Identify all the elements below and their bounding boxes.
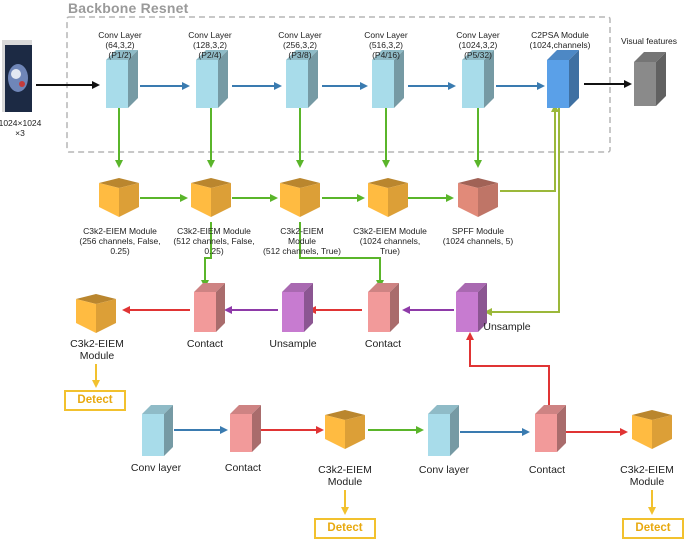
module3-cube (280, 178, 320, 217)
spff-cube (458, 178, 498, 217)
module-left-cube (76, 294, 116, 333)
detect-box-1: Detect (64, 390, 126, 411)
contact4-label: Contact (528, 464, 566, 476)
conv-b2-block (428, 405, 459, 456)
conv1-block (106, 50, 138, 108)
conv-b1-label: Conv layer (130, 462, 182, 474)
conv-b2-label: Conv layer (418, 464, 470, 476)
input-size-label: 1024×1024 ×3 (0, 118, 42, 138)
conv5-block (462, 50, 494, 108)
conv3-block (286, 50, 318, 108)
contact1-block (194, 283, 225, 332)
arrow-spff-c2psa (500, 104, 559, 192)
backbone-title: Backbone Resnet (68, 0, 189, 16)
c2psa-block (547, 50, 579, 108)
contact3-label: Contact (224, 462, 262, 474)
contact2-label: Contact (364, 338, 402, 350)
conv2-block (196, 50, 228, 108)
visual-features-block (634, 52, 666, 106)
module-right-cube (632, 410, 672, 449)
conv-b1-block (142, 405, 173, 456)
contact1-label: Contact (186, 338, 224, 350)
module2-cube (191, 178, 231, 217)
arrow-mod3-contact2 (299, 222, 384, 288)
c2psa-label: C2PSA Module(1024,channels) (529, 30, 591, 50)
conv5-label: Conv Layer(1024,3,2)(P5/32) (456, 30, 500, 60)
connections (36, 80, 656, 515)
module4-label: C3k2-EIEM Module (1024 channels, True) (353, 226, 427, 256)
detect-box-3: Detect (622, 518, 684, 539)
conv2-label: Conv Layer(128,3,2)(P2/4) (188, 30, 232, 60)
detect-box-2: Detect (314, 518, 376, 539)
module-mid-label: C3k2-EIEM Module (318, 464, 372, 488)
unsample1-label: Unsample (269, 338, 317, 350)
contact2-block (368, 283, 399, 332)
visual-features-label: Visual features (620, 36, 678, 46)
conv3-label: Conv Layer(256,3,2)(P3/8) (278, 30, 322, 60)
module-mid-cube (325, 410, 365, 449)
conv1-label: Conv Layer(64,3,2)(P1/2) (98, 30, 142, 60)
contact4-block (535, 405, 566, 452)
module-right-label: C3k2-EIEM Module (620, 464, 674, 488)
module-left-label: C3k2-EIEM Module (70, 338, 124, 362)
module4-cube (368, 178, 408, 217)
unsample2-block (456, 283, 487, 332)
unsample2-label: Unsample (483, 321, 531, 333)
module3-label: C3k2-EIEM Module (512 channels, True) (263, 226, 341, 256)
module1-label: C3k2-EIEM Module (256 channels, False, 0… (79, 226, 161, 256)
arrow-contact4-unsample (466, 332, 550, 414)
module2-label: C3k2-EIEM Module (512 channels, False, 0… (173, 226, 255, 256)
spff-label: SPFF Module (1024 channels, 5) (442, 226, 514, 246)
unsample1-block (282, 283, 313, 332)
module1-cube (99, 178, 139, 217)
arrow-c2psa-unsample2 (484, 106, 560, 316)
conv4-label: Conv Layer(516,3,2)(P4/16) (364, 30, 408, 60)
conv4-block (372, 50, 404, 108)
arrow-mod2-contact1 (201, 222, 212, 288)
input-image (2, 40, 32, 112)
contact3-block (230, 405, 261, 452)
